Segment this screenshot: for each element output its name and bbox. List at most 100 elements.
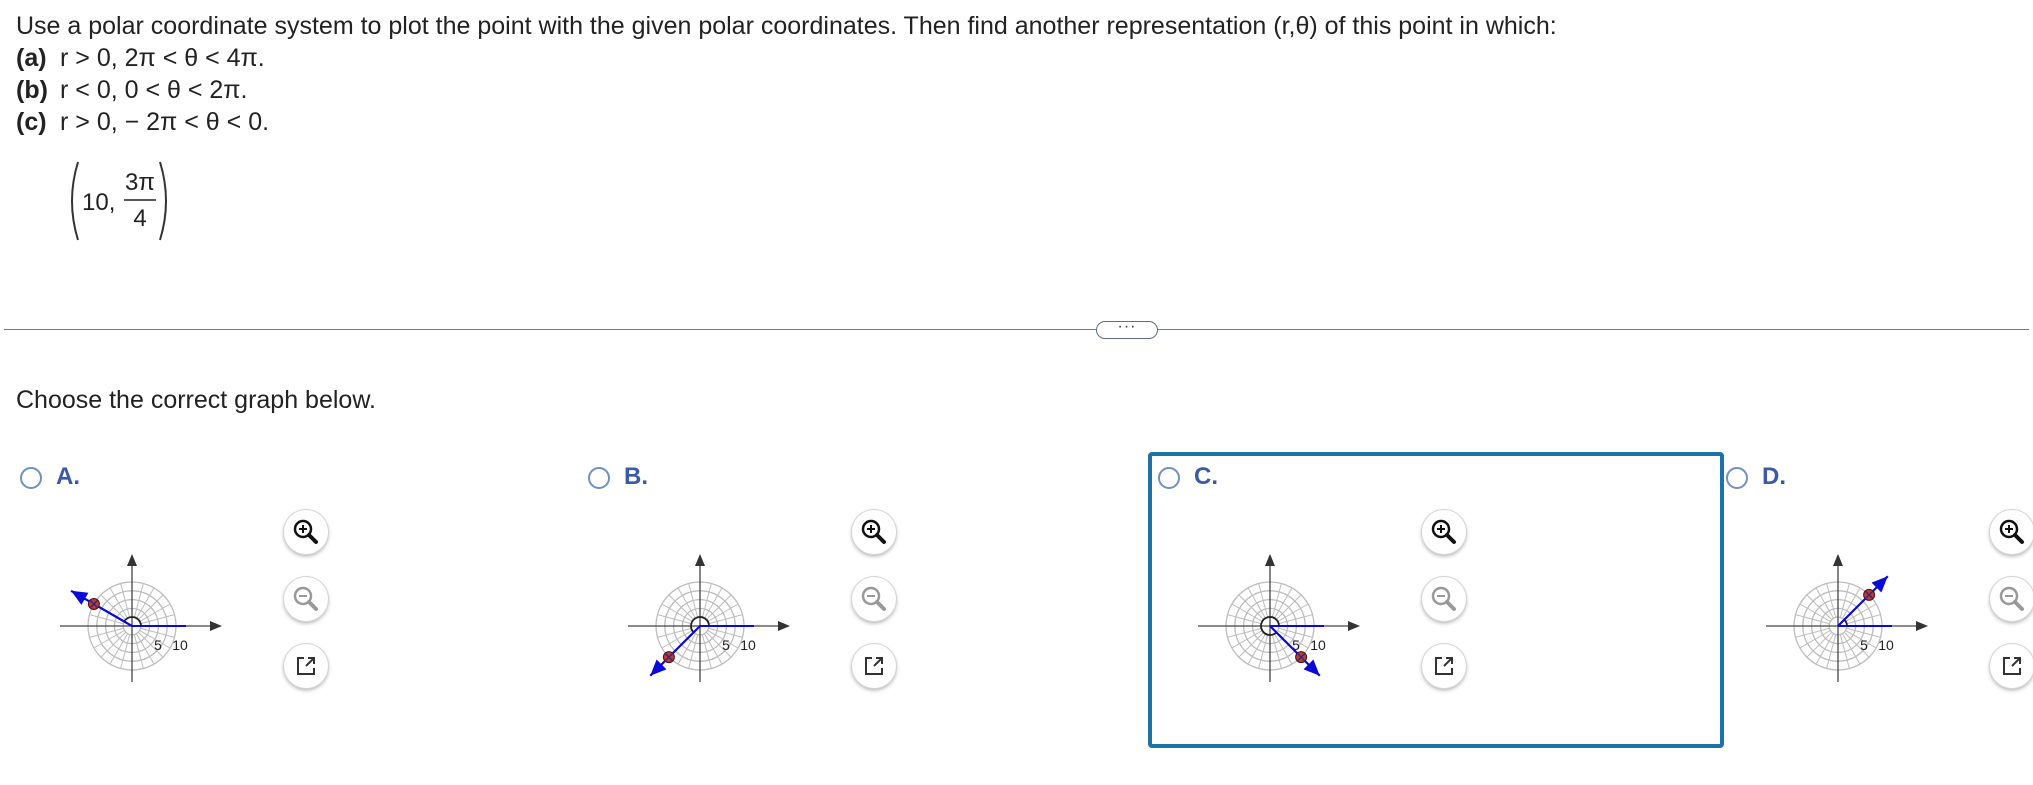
zoom-in-icon <box>1999 519 2024 544</box>
part-b: (b)r < 0, 0 < θ < 2π. <box>16 74 1557 106</box>
part-b-text: r < 0, 0 < θ < 2π. <box>60 76 248 104</box>
grid-spoke <box>109 633 129 665</box>
zoom-in-icon <box>293 519 318 544</box>
grid-spoke <box>100 594 127 621</box>
grid-spoke <box>1846 614 1881 625</box>
grid-spoke <box>708 627 743 638</box>
tick-label: 10 <box>172 637 188 653</box>
tick-label: 10 <box>1310 637 1326 653</box>
zoom-out-icon <box>1431 586 1456 611</box>
given-coordinates: 10, 3π 4 <box>64 158 174 244</box>
problem-intro: Use a polar coordinate system to plot th… <box>16 12 1557 40</box>
grid-spoke <box>100 631 127 658</box>
point-mark <box>1864 590 1874 600</box>
terminal-ray-arrow <box>650 659 667 676</box>
part-c-label: (c) <box>16 108 47 136</box>
option-d-zoom-out-button[interactable] <box>1990 577 2033 621</box>
option-c-popout-button[interactable] <box>1422 644 1466 688</box>
grid-spoke <box>140 614 175 625</box>
grid-spoke <box>1799 629 1831 649</box>
option-a-zoom-in-button[interactable] <box>284 510 328 554</box>
grid-spoke <box>1271 634 1282 669</box>
grid-spoke <box>1247 633 1267 665</box>
grid-spoke <box>1271 583 1282 618</box>
option-c-zoom-out-button[interactable] <box>1422 577 1466 621</box>
grid-spoke <box>1841 633 1861 665</box>
grid-spoke <box>1275 594 1302 621</box>
tick-label: 10 <box>740 637 756 653</box>
grid-spoke <box>1843 631 1870 658</box>
option-b-popout-button[interactable] <box>852 644 896 688</box>
grid-spoke <box>701 634 712 669</box>
zoom-in-icon <box>1431 519 1456 544</box>
part-c: (c)r > 0, − 2π < θ < 0. <box>16 106 1557 138</box>
option-c-radio[interactable] <box>1158 467 1180 489</box>
grid-spoke <box>661 603 693 623</box>
part-a-label: (a) <box>16 44 47 72</box>
grid-spoke <box>1841 587 1861 619</box>
grid-spoke <box>677 587 697 619</box>
part-a-text: r > 0, 2π < θ < 4π. <box>60 44 265 72</box>
grid-spoke <box>1815 587 1835 619</box>
grid-spoke <box>139 603 171 623</box>
option-a-popout-button[interactable] <box>284 644 328 688</box>
grid-spoke <box>140 627 175 638</box>
x-axis-arrow <box>778 621 790 631</box>
grid-spoke <box>1795 627 1830 638</box>
grid-spoke <box>1839 583 1850 618</box>
terminal-ray-arrow <box>71 590 89 605</box>
grid-spoke <box>1845 629 1877 649</box>
terminal-ray-arrow <box>1303 659 1320 676</box>
section-divider <box>4 329 2029 330</box>
more-button[interactable]: ··· <box>1096 319 1158 339</box>
grid-spoke <box>93 629 125 649</box>
grid-spoke <box>1231 629 1263 649</box>
grid-spoke <box>661 629 693 649</box>
instruction-text: Choose the correct graph below. <box>16 386 376 414</box>
grid-spoke <box>120 634 131 669</box>
grid-spoke <box>1273 633 1293 665</box>
option-c-zoom-in-button[interactable] <box>1422 510 1466 554</box>
grid-spoke <box>1258 583 1269 618</box>
option-a-radio[interactable] <box>20 467 42 489</box>
grid-spoke <box>657 614 692 625</box>
option-b-zoom-in-button[interactable] <box>852 510 896 554</box>
option-b-letter: B. <box>624 463 648 490</box>
grid-spoke <box>1826 634 1837 669</box>
grid-spoke <box>1839 634 1850 669</box>
grid-spoke <box>677 633 697 665</box>
grid-spoke <box>1247 587 1267 619</box>
grid-spoke <box>1273 587 1293 619</box>
grid-spoke <box>703 633 723 665</box>
y-axis-arrow <box>1833 554 1843 566</box>
zoom-out-icon <box>861 586 886 611</box>
grid-spoke <box>89 614 124 625</box>
grid-spoke <box>1845 603 1877 623</box>
option-b-radio[interactable] <box>588 467 610 489</box>
grid-spoke <box>1806 594 1833 621</box>
problem-statement: Use a polar coordinate system to plot th… <box>16 10 1557 138</box>
grid-spoke <box>1227 627 1262 638</box>
zoom-in-icon <box>861 519 886 544</box>
grid-spoke <box>703 587 723 619</box>
option-b-zoom-out-button[interactable] <box>852 577 896 621</box>
tick-label: 5 <box>1860 637 1868 653</box>
grid-spoke <box>1846 627 1881 638</box>
given-numerator: 3π <box>125 169 155 196</box>
zoom-out-icon <box>1999 586 2024 611</box>
option-d-letter: D. <box>1762 463 1786 490</box>
grid-spoke <box>708 614 743 625</box>
x-axis-arrow <box>1348 621 1360 631</box>
x-axis-arrow <box>210 621 222 631</box>
option-a-zoom-out-button[interactable] <box>284 577 328 621</box>
option-d-popout-button[interactable] <box>1990 644 2033 688</box>
option-d-radio[interactable] <box>1726 467 1748 489</box>
grid-spoke <box>657 627 692 638</box>
option-d-zoom-in-button[interactable] <box>1990 510 2033 554</box>
